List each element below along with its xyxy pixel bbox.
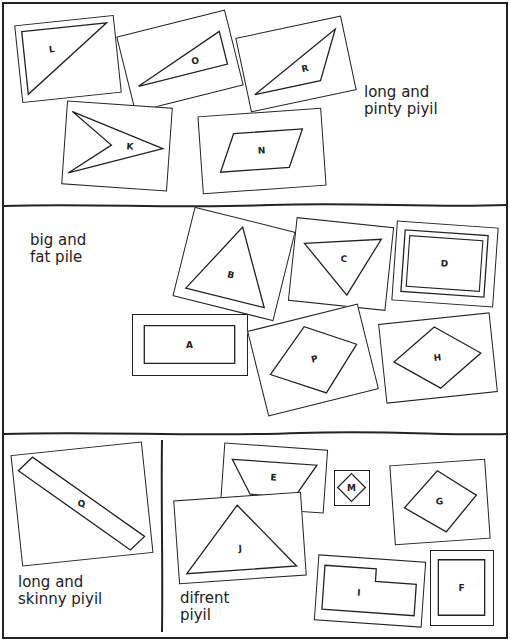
card-outline-shape xyxy=(218,129,305,172)
card-letter: N xyxy=(257,146,265,156)
shape-card: H xyxy=(378,312,498,403)
card-shape xyxy=(15,16,120,102)
pile-divider xyxy=(4,204,506,206)
card-letter: F xyxy=(458,583,464,592)
shape-card: G xyxy=(389,459,490,546)
pile-region: L O R K Nlong and pinty piyil xyxy=(0,0,510,206)
shape-card: D xyxy=(391,221,498,308)
card-outline-shape xyxy=(245,29,345,95)
card-letter: D xyxy=(440,259,448,269)
card-letter: E xyxy=(270,473,277,482)
shape-card: A xyxy=(132,314,248,376)
shape-card: O xyxy=(116,10,244,113)
shape-card: R xyxy=(235,16,356,113)
shape-card: M xyxy=(334,470,370,506)
card-outline-shape xyxy=(182,501,296,573)
shape-card: P xyxy=(247,304,379,417)
shape-card: F xyxy=(430,550,494,626)
shape-card: K xyxy=(61,100,173,191)
card-letter: O xyxy=(190,56,200,67)
card-outline-shape xyxy=(401,230,488,297)
card-letter: I xyxy=(357,589,361,598)
card-letter: Q xyxy=(77,499,86,509)
shape-card: L xyxy=(14,15,122,103)
card-shape xyxy=(236,17,355,111)
shape-card: C xyxy=(288,217,394,311)
card-outline-shape xyxy=(17,446,146,560)
card-shape xyxy=(62,101,171,190)
pile-label: difrent piyil xyxy=(180,590,254,625)
card-letter: C xyxy=(340,254,348,264)
card-outline-shape xyxy=(68,112,165,180)
pile-divider xyxy=(4,432,506,434)
card-letter: K xyxy=(126,142,134,151)
card-outline-shape xyxy=(338,474,366,502)
shape-card: N xyxy=(197,108,326,194)
pile-label: long and skinny piyil xyxy=(18,574,118,609)
card-outline-shape xyxy=(406,236,483,292)
card-shape xyxy=(289,218,393,310)
card-letter: J xyxy=(238,544,242,553)
card-outline-shape xyxy=(402,468,479,535)
card-letter: H xyxy=(433,353,441,363)
card-outline-shape xyxy=(322,565,417,615)
shape-card: I xyxy=(314,554,426,627)
card-letter: A xyxy=(186,340,193,349)
card-letter: B xyxy=(226,270,235,280)
card-shape xyxy=(117,11,242,111)
shape-card: J xyxy=(173,492,307,585)
card-outline-shape xyxy=(144,326,234,364)
card-shape xyxy=(174,208,295,320)
pile-label: big and fat pile xyxy=(30,232,102,267)
card-letter: M xyxy=(347,483,356,492)
card-shape xyxy=(315,555,425,626)
pile-region: B C D A P Hbig and fat pile xyxy=(0,208,510,434)
card-outline-shape xyxy=(261,315,366,405)
card-outline-shape xyxy=(300,231,382,298)
card-shape xyxy=(174,493,305,584)
pile-label: long and pinty piyil xyxy=(364,84,454,119)
card-letter: G xyxy=(435,497,443,506)
card-outline-shape xyxy=(22,23,113,95)
card-letter: R xyxy=(301,64,310,74)
card-outline-shape xyxy=(438,560,484,615)
shape-card: B xyxy=(172,207,295,321)
card-outline-shape xyxy=(130,31,227,86)
card-outline-shape xyxy=(186,217,282,307)
shape-card: Q xyxy=(11,441,154,566)
sheet-frame xyxy=(3,3,507,638)
card-letter: L xyxy=(49,45,56,55)
pile-divider xyxy=(161,440,164,632)
card-outline-shape xyxy=(391,322,484,392)
pile-region: Qlong and skinny piyil xyxy=(0,436,162,641)
pile-region: E J M I G Fdifrent piyil xyxy=(164,436,510,641)
card-letter: P xyxy=(310,354,319,364)
